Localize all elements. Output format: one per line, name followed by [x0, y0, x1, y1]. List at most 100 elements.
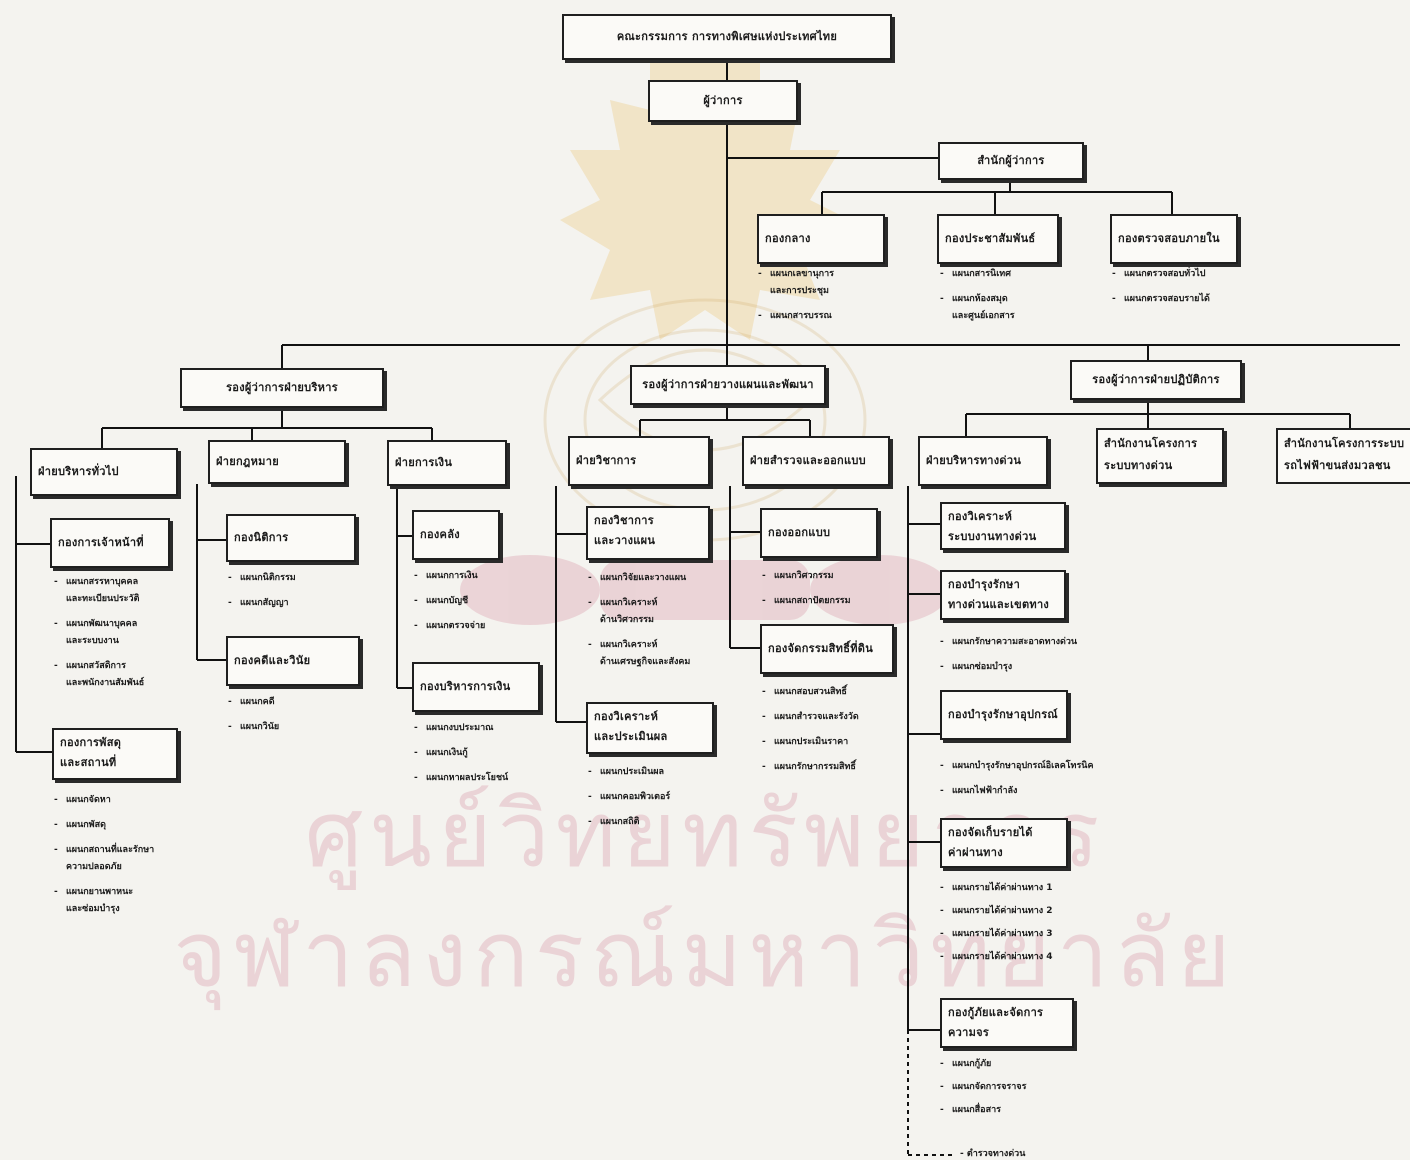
- eval-division-sections: แผนกประเมินผล แผนกคอมพิวเตอร์ แผนกสถิติ: [588, 764, 728, 839]
- equip-maint-division-label: กองบำรุงรักษาอุปกรณ์: [948, 708, 1058, 721]
- plan-division-label-1: กองวิชาการ: [594, 514, 654, 527]
- equip-maint-division-box: กองบำรุงรักษาอุปกรณ์: [940, 690, 1068, 740]
- list-item: แผนกตรวจจ่าย: [414, 618, 544, 635]
- list-item: แผนกสัญญา: [228, 595, 358, 612]
- list-item: แผนกคอมพิวเตอร์: [588, 789, 728, 806]
- road-maint-division-box: กองบำรุงรักษา ทางด่วนและเขตทาง: [940, 570, 1066, 620]
- list-item: แผนกหาผลประโยชน์: [414, 770, 554, 787]
- deputy-operation-label: รองผู้ว่าการฝ่ายปฏิบัติการ: [1092, 373, 1220, 386]
- toll-division-sections: แผนกรายได้ค่าผ่านทาง 1 แผนกรายได้ค่าผ่าน…: [940, 880, 1110, 972]
- academic-dept-box: ฝ่ายวิชาการ: [568, 436, 710, 486]
- rescue-division-label-2: ความจร: [948, 1026, 990, 1039]
- list-item: แผนกซ่อมบำรุง: [940, 659, 1140, 676]
- list-item: แผนกสอบสวนสิทธิ์: [762, 684, 902, 701]
- list-item: แผนกพัสดุ: [54, 817, 194, 834]
- supplies-division-box: กองการพัสดุ และสถานที่: [52, 728, 178, 780]
- expressway-police-label: - ตำรวจทางด่วน: [960, 1149, 1026, 1159]
- deputy-planning-box: รองผู้ว่าการฝ่ายวางแผนและพัฒนา: [630, 365, 826, 405]
- pr-division-label: กองประชาสัมพันธ์: [945, 232, 1036, 245]
- central-division-label: กองกลาง: [765, 232, 811, 245]
- personnel-division-box: กองการเจ้าหน้าที่: [50, 518, 170, 568]
- equip-maint-division-sections: แผนกบำรุงรักษาอุปกรณ์อิเลคโทรนิค แผนกไฟฟ…: [940, 758, 1150, 808]
- analysis-division-label-1: กองวิเคราะห์: [948, 510, 1013, 523]
- supplies-division-sections: แผนกจัดหา แผนกพัสดุ แผนกสถานที่และรักษาค…: [54, 792, 194, 926]
- legal-dept-box: ฝ่ายกฎหมาย: [208, 440, 346, 484]
- list-item: แผนกวิเคราะห์ด้านวิศวกรรม: [588, 595, 738, 629]
- list-item: แผนกงบประมาณ: [414, 720, 554, 737]
- list-item: แผนกบำรุงรักษาอุปกรณ์อิเลคโทรนิค: [940, 758, 1150, 775]
- governor-office-label: สำนักผู้ว่าการ: [977, 154, 1045, 167]
- list-item: แผนกสารบรรณ: [758, 308, 898, 325]
- list-item: แผนกประเมินราคา: [762, 734, 902, 751]
- list-item: แผนกเงินกู้: [414, 745, 554, 762]
- road-maint-division-label-2: ทางด่วนและเขตทาง: [948, 598, 1050, 611]
- road-maint-division-label-1: กองบำรุงรักษา: [948, 578, 1021, 591]
- list-item: แผนกสถาปัตยกรรม: [762, 593, 892, 610]
- list-item: แผนกบัญชี: [414, 593, 544, 610]
- audit-division-box: กองตรวจสอบภายใน: [1110, 214, 1238, 264]
- land-division-label: กองจัดกรรมสิทธิ์ที่ดิน: [768, 642, 874, 655]
- list-item: แผนกตรวจสอบทั่วไป: [1112, 266, 1272, 283]
- design-division-box: กองออกแบบ: [760, 508, 878, 558]
- treasury-division-sections: แผนกการเงิน แผนกบัญชี แผนกตรวจจ่าย: [414, 568, 544, 643]
- toll-division-label-1: กองจัดเก็บรายได้: [948, 826, 1033, 839]
- toll-division-box: กองจัดเก็บรายได้ ค่าผ่านทาง: [940, 818, 1068, 868]
- general-admin-dept-box: ฝ่ายบริหารทั่วไป: [30, 448, 178, 496]
- list-item: แผนกตรวจสอบรายได้: [1112, 291, 1272, 308]
- fin-admin-division-sections: แผนกงบประมาณ แผนกเงินกู้ แผนกหาผลประโยชน…: [414, 720, 554, 795]
- list-item: แผนกวิศวกรรม: [762, 568, 892, 585]
- eval-division-label-2: และประเมินผล: [594, 730, 668, 743]
- general-admin-dept-label: ฝ่ายบริหารทั่วไป: [38, 465, 119, 478]
- list-item: แผนกกู้ภัย: [940, 1056, 1090, 1073]
- supplies-division-label-1: กองการพัสดุ: [60, 736, 122, 749]
- expressway-dept-box: ฝ่ายบริหารทางด่วน: [918, 436, 1048, 486]
- pr-division-box: กองประชาสัมพันธ์: [937, 214, 1059, 264]
- deputy-operation-box: รองผู้ว่าการฝ่ายปฏิบัติการ: [1070, 360, 1242, 400]
- transit-office-label-2: รถไฟฟ้าขนส่งมวลชน: [1284, 459, 1391, 472]
- board-label: คณะกรรมการ การทางพิเศษแห่งประเทศไทย: [616, 30, 838, 43]
- list-item: แผนกสถิติ: [588, 814, 728, 831]
- list-item: แผนกประเมินผล: [588, 764, 728, 781]
- list-item: แผนกรายได้ค่าผ่านทาง 4: [940, 949, 1110, 966]
- rescue-division-label-1: กองกู้ภัยและจัดการ: [948, 1006, 1044, 1019]
- transit-office-label-1: สำนักงานโครงการระบบ: [1284, 437, 1405, 450]
- list-item: แผนกจัดการจราจร: [940, 1079, 1090, 1096]
- engineering-dept-box: ฝ่ายสำรวจและออกแบบ: [742, 436, 890, 486]
- list-item: แผนกวิจัยและวางแผน: [588, 570, 738, 587]
- legal-division-label: กองนิติการ: [234, 531, 289, 544]
- list-item: แผนกจัดหา: [54, 792, 194, 809]
- list-item: แผนกรักษากรรมสิทธิ์: [762, 759, 902, 776]
- audit-division-sections: แผนกตรวจสอบทั่วไป แผนกตรวจสอบรายได้: [1112, 266, 1272, 316]
- land-division-box: กองจัดกรรมสิทธิ์ที่ดิน: [760, 624, 894, 674]
- central-division-box: กองกลาง: [757, 214, 885, 264]
- deputy-admin-box: รองผู้ว่าการฝ่ายบริหาร: [180, 368, 384, 408]
- list-item: แผนกสารนิเทศ: [940, 266, 1080, 283]
- supplies-division-label-2: และสถานที่: [60, 756, 117, 769]
- list-item: แผนกสำรวจและรังวัด: [762, 709, 902, 726]
- list-item: แผนกนิติกรรม: [228, 570, 358, 587]
- governor-label: ผู้ว่าการ: [703, 94, 743, 107]
- list-item: แผนกรายได้ค่าผ่านทาง 2: [940, 903, 1110, 920]
- analysis-division-label-2: ระบบงานทางด่วน: [948, 530, 1037, 543]
- design-division-label: กองออกแบบ: [768, 526, 831, 539]
- deputy-admin-label: รองผู้ว่าการฝ่ายบริหาร: [226, 381, 338, 394]
- fin-admin-division-box: กองบริหารการเงิน: [412, 662, 540, 712]
- list-item: แผนกคดี: [228, 694, 358, 711]
- legal-dept-label: ฝ่ายกฎหมาย: [216, 455, 279, 468]
- engineering-dept-label: ฝ่ายสำรวจและออกแบบ: [750, 454, 866, 467]
- finance-dept-label: ฝ่ายการเงิน: [395, 456, 453, 469]
- project-office-label-2: ระบบทางด่วน: [1104, 459, 1173, 472]
- project-office-label-1: สำนักงานโครงการ: [1104, 437, 1198, 450]
- rescue-division-box: กองกู้ภัยและจัดการ ความจร: [940, 998, 1074, 1048]
- finance-dept-box: ฝ่ายการเงิน: [387, 440, 507, 486]
- road-maint-division-sections: แผนกรักษาความสะอาดทางด่วน แผนกซ่อมบำรุง: [940, 634, 1140, 684]
